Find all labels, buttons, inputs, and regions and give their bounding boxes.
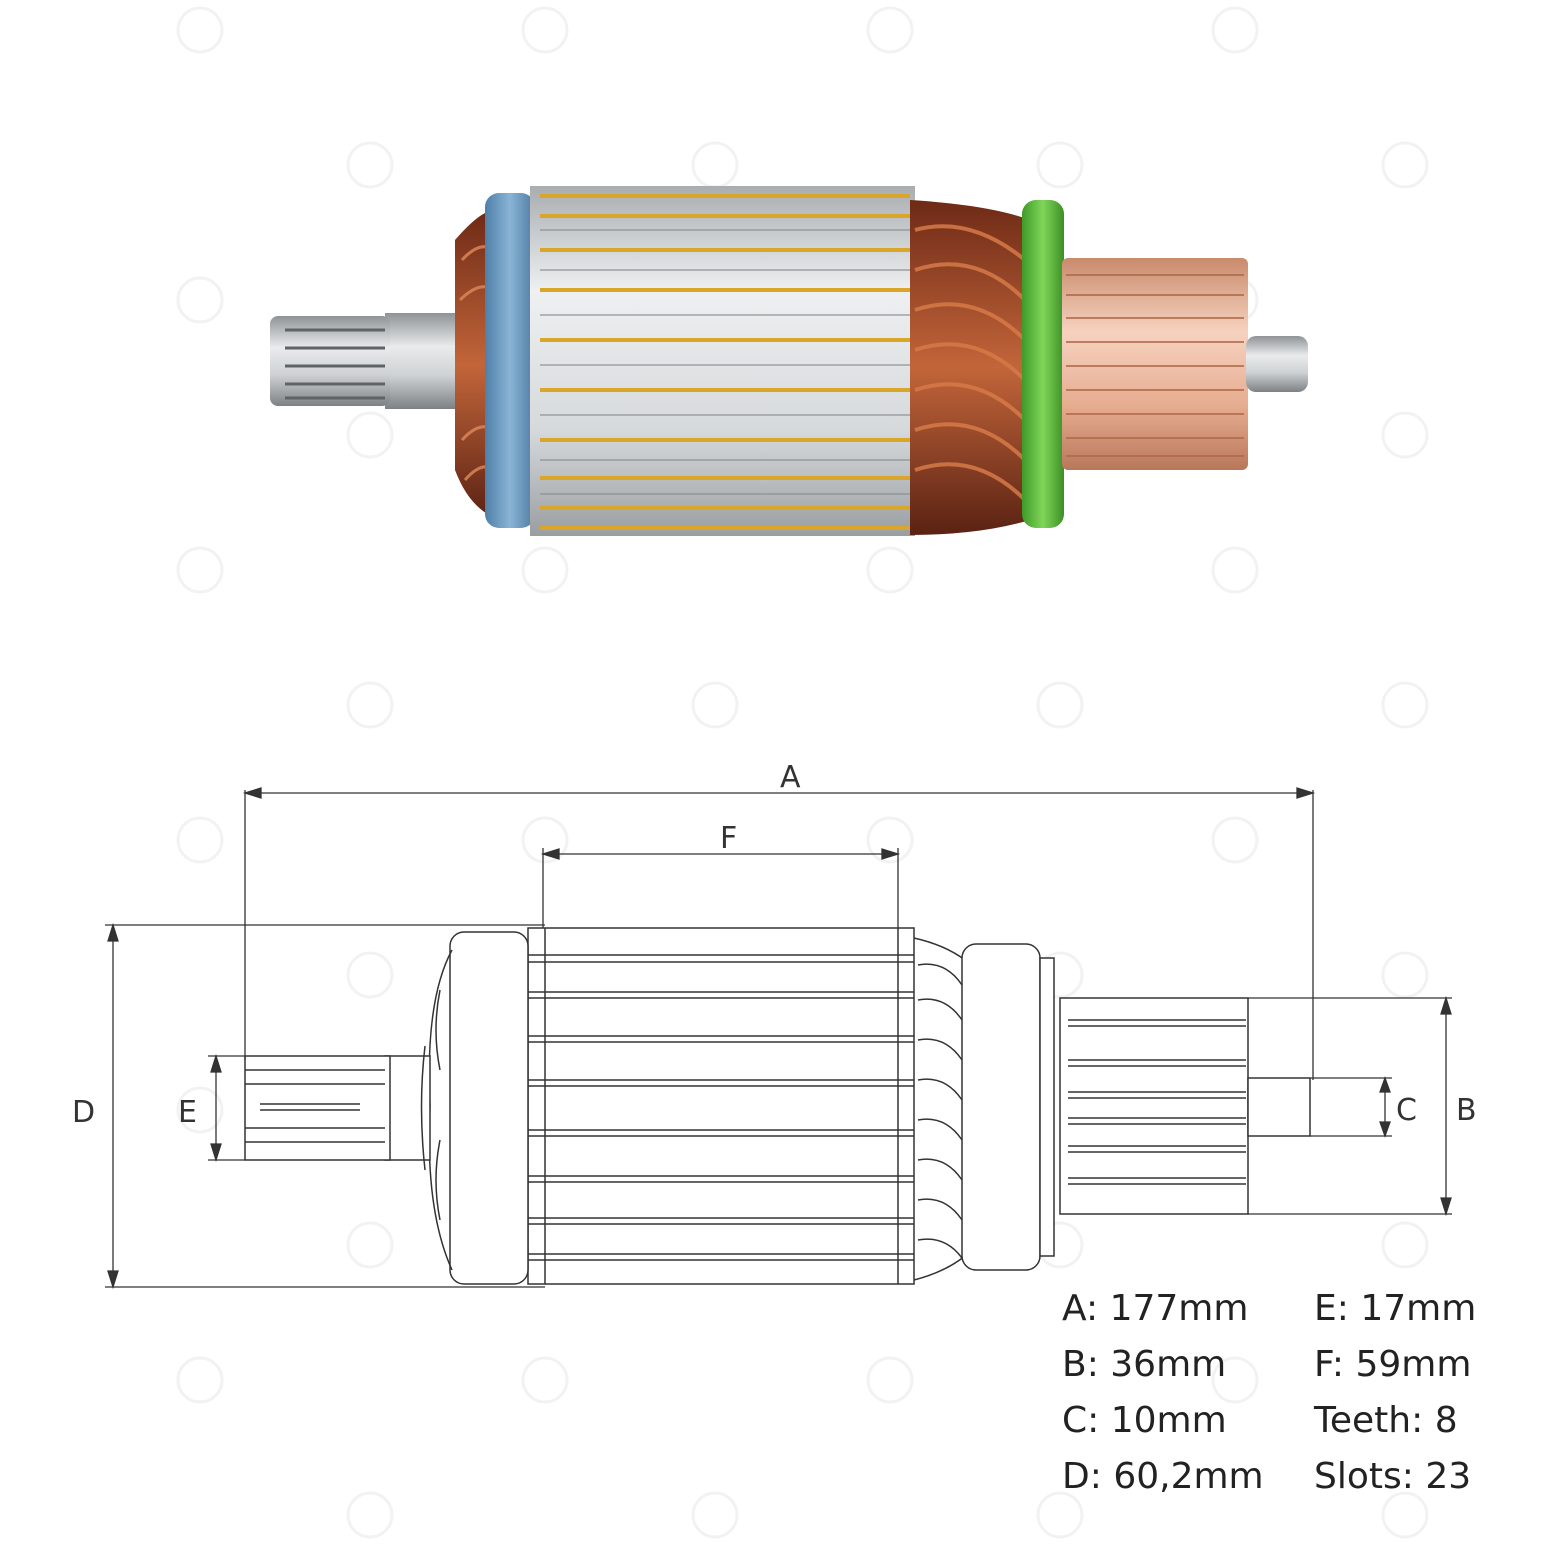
spec-b: B: 36mm (1062, 1344, 1227, 1385)
watermark-mark (346, 681, 394, 729)
drawing-right-end-ring (961, 943, 1041, 1271)
watermark-mark (521, 546, 569, 594)
watermark-mark (866, 546, 914, 594)
technical-drawing (244, 927, 1311, 1285)
watermark-mark (1036, 1491, 1084, 1539)
watermark-mark (521, 6, 569, 54)
watermark-mark (521, 1356, 569, 1404)
spec-label: C (1062, 1400, 1088, 1441)
spec-f: F: 59mm (1314, 1344, 1472, 1385)
watermark-mark (176, 276, 224, 324)
watermark-mark (346, 1491, 394, 1539)
spec-value: 17mm (1360, 1288, 1477, 1329)
dimension-label-b: B (1456, 1093, 1477, 1128)
watermark-mark (691, 1491, 739, 1539)
watermark-mark (176, 6, 224, 54)
commutator-bars (1066, 274, 1244, 457)
watermark-mark (346, 951, 394, 999)
drawing-shaft-end (1247, 1077, 1311, 1137)
spec-value: 23 (1425, 1456, 1472, 1497)
blue-insulator-ring (485, 193, 535, 528)
spec-label: Slots (1314, 1456, 1402, 1497)
spec-teeth: Teeth: 8 (1314, 1400, 1458, 1441)
spec-value: 60,2mm (1113, 1456, 1264, 1497)
green-insulator-ring (1022, 200, 1064, 528)
watermark-mark (1211, 1356, 1259, 1404)
watermark-mark (1381, 1221, 1429, 1269)
laminated-core (530, 186, 915, 536)
shaft-end (1246, 336, 1308, 392)
watermark-mark (866, 1356, 914, 1404)
dimension-label-d: D (72, 1095, 95, 1130)
watermark-mark (1381, 1491, 1429, 1539)
watermark-mark (1036, 141, 1084, 189)
watermark-mark (521, 816, 569, 864)
armature-photo (270, 186, 1308, 536)
watermark-mark (691, 141, 739, 189)
spec-value: 59mm (1355, 1344, 1472, 1385)
spec-label: F (1314, 1344, 1332, 1385)
spec-value: 177mm (1109, 1288, 1249, 1329)
spec-a: A: 177mm (1062, 1288, 1249, 1329)
spec-label: D (1062, 1456, 1090, 1497)
spec-d: D: 60,2mm (1062, 1456, 1264, 1497)
watermark-mark (866, 6, 914, 54)
watermark-mark (346, 1221, 394, 1269)
watermark-mark (176, 546, 224, 594)
watermark-mark (1211, 546, 1259, 594)
drawing-slot-lines (528, 954, 914, 1261)
watermark-mark (346, 141, 394, 189)
spec-label: E (1314, 1288, 1337, 1329)
spec-value: 8 (1434, 1400, 1458, 1441)
drawing-right-windings (913, 937, 966, 1281)
watermark-mark (346, 411, 394, 459)
right-windings (910, 200, 1030, 535)
watermark-mark (1381, 951, 1429, 999)
dimension-lines (105, 787, 1452, 1290)
watermark-mark (176, 816, 224, 864)
watermark-mark (1211, 816, 1259, 864)
watermark-mark (866, 816, 914, 864)
spec-label: Teeth (1314, 1400, 1412, 1441)
spec-label: A (1062, 1288, 1086, 1329)
shaft-collar (385, 313, 465, 409)
watermark-mark (1381, 411, 1429, 459)
spec-label: B (1062, 1344, 1087, 1385)
dimension-label-c: C (1396, 1093, 1417, 1128)
watermark-mark (176, 1356, 224, 1404)
drawing-core (527, 927, 915, 1285)
watermark-mark (1211, 6, 1259, 54)
spec-slots: Slots: 23 (1314, 1456, 1472, 1497)
watermark-mark (691, 681, 739, 729)
commutator (1062, 258, 1248, 470)
drawing-left-end-ring (449, 931, 529, 1285)
watermark-mark (1381, 141, 1429, 189)
dimension-label-a: A (780, 760, 801, 795)
dimension-label-f: F (720, 821, 737, 856)
watermark-mark (176, 1086, 224, 1134)
drawing-pinion (244, 1055, 391, 1161)
spec-c: C: 10mm (1062, 1400, 1227, 1441)
drawing-left-windings (428, 949, 453, 1271)
drawing-commutator (1059, 997, 1249, 1215)
spec-value: 10mm (1110, 1400, 1227, 1441)
spec-e: E: 17mm (1314, 1288, 1477, 1329)
watermark-mark (1036, 681, 1084, 729)
core-slot-lines (540, 194, 910, 530)
pinion-teeth (285, 328, 385, 400)
spec-value: 36mm (1110, 1344, 1227, 1385)
dimension-label-e: E (178, 1095, 197, 1130)
watermark-mark (1381, 681, 1429, 729)
